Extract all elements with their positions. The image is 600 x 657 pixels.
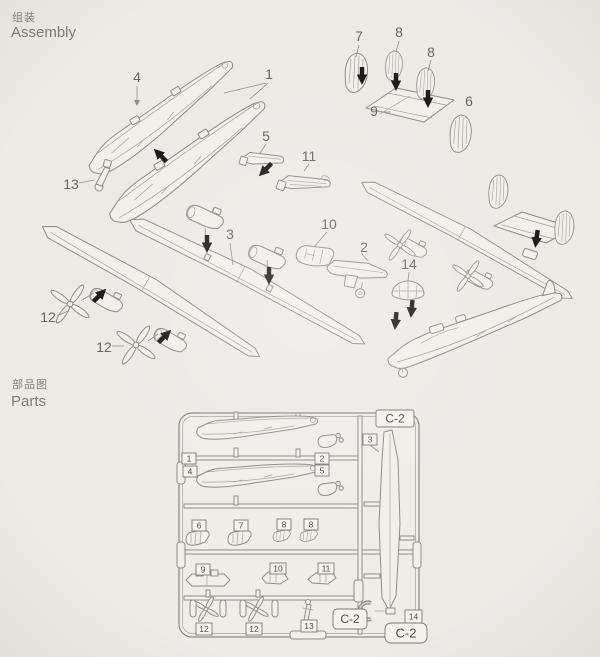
sprue-label-3: 3 (368, 435, 373, 445)
sprue-label-11: 11 (322, 564, 331, 574)
sprue-labels: 1 4 2 5 3 6 7 8 8 9 10 11 12 12 13 14 (181, 433, 423, 636)
callout-11: 11 (302, 148, 317, 164)
part-13-drawing (94, 158, 112, 192)
sprue-label-8b: 8 (309, 520, 314, 530)
sprue-part-11 (307, 571, 337, 585)
sprue-label-12a: 12 (199, 624, 209, 634)
part-11-drawing (275, 175, 331, 192)
callout-3: 3 (226, 226, 234, 242)
sprue-label-1: 1 (187, 454, 192, 464)
sprue-wing-part (378, 429, 401, 611)
sprue-part-10 (261, 571, 289, 585)
callout-7: 7 (355, 28, 363, 44)
center-wing-drawing (37, 216, 268, 367)
sprue-codes: C-2 C-2 C-2 (332, 409, 428, 644)
parts-sprue-diagram: 1 4 2 5 3 6 7 8 8 9 10 11 12 12 13 14 C-… (176, 409, 428, 644)
part-10-drawing (295, 245, 335, 267)
sprue-label-8a: 8 (282, 520, 287, 530)
sprue-label-9: 9 (201, 565, 206, 575)
callout-12b: 12 (96, 339, 112, 355)
sprue-label-2: 2 (320, 454, 325, 464)
callout-12a: 12 (40, 309, 56, 325)
sprue-label-5: 5 (320, 466, 325, 476)
part-14-drawing (391, 280, 425, 301)
part-2-drawing (326, 259, 388, 299)
sprue-label-7: 7 (239, 521, 244, 531)
assembly-title-en: Assembly (11, 24, 77, 41)
fuselage-halves-drawing (76, 55, 282, 230)
sprue-label-6: 6 (197, 521, 202, 531)
propeller-drawing (114, 323, 158, 367)
parts-title-en: Parts (11, 393, 47, 410)
callout-9: 9 (370, 103, 378, 119)
sprue-label-4: 4 (188, 467, 193, 477)
sprue-code-corner: C-2 (385, 412, 405, 426)
sprue-code-mid: C-2 (340, 612, 360, 626)
sprue-label-10: 10 (273, 564, 283, 574)
callout-8a: 8 (395, 24, 403, 40)
assembly-diagram: 4 1 13 5 11 7 8 8 9 6 3 10 2 12 12 14 (37, 24, 580, 381)
callout-4: 4 (133, 69, 141, 85)
callout-2: 2 (360, 239, 368, 255)
right-tail-unit-drawing (488, 174, 575, 260)
callout-10: 10 (321, 216, 337, 232)
parts-title-cn: 部品图 (12, 379, 48, 391)
part-5-drawing (238, 151, 285, 166)
sprue-label-12b: 12 (249, 624, 259, 634)
right-aircraft-drawing (357, 173, 580, 381)
callout-1: 1 (265, 66, 273, 82)
callout-6: 6 (465, 93, 473, 109)
assembly-callouts: 4 1 13 5 11 7 8 8 9 6 3 10 2 12 12 14 (40, 24, 473, 355)
callout-leader-lines (56, 40, 432, 347)
callout-8b: 8 (427, 44, 435, 60)
callout-5: 5 (262, 128, 270, 144)
sprue-code-bottom: C-2 (396, 626, 417, 641)
callout-13: 13 (63, 176, 79, 192)
assembly-title-cn: 组装 (12, 12, 36, 24)
callout-14: 14 (401, 256, 417, 272)
sprue-label-13: 13 (304, 621, 314, 631)
tail-parts-group-drawing (344, 50, 472, 153)
sprue-label-14: 14 (409, 612, 419, 622)
